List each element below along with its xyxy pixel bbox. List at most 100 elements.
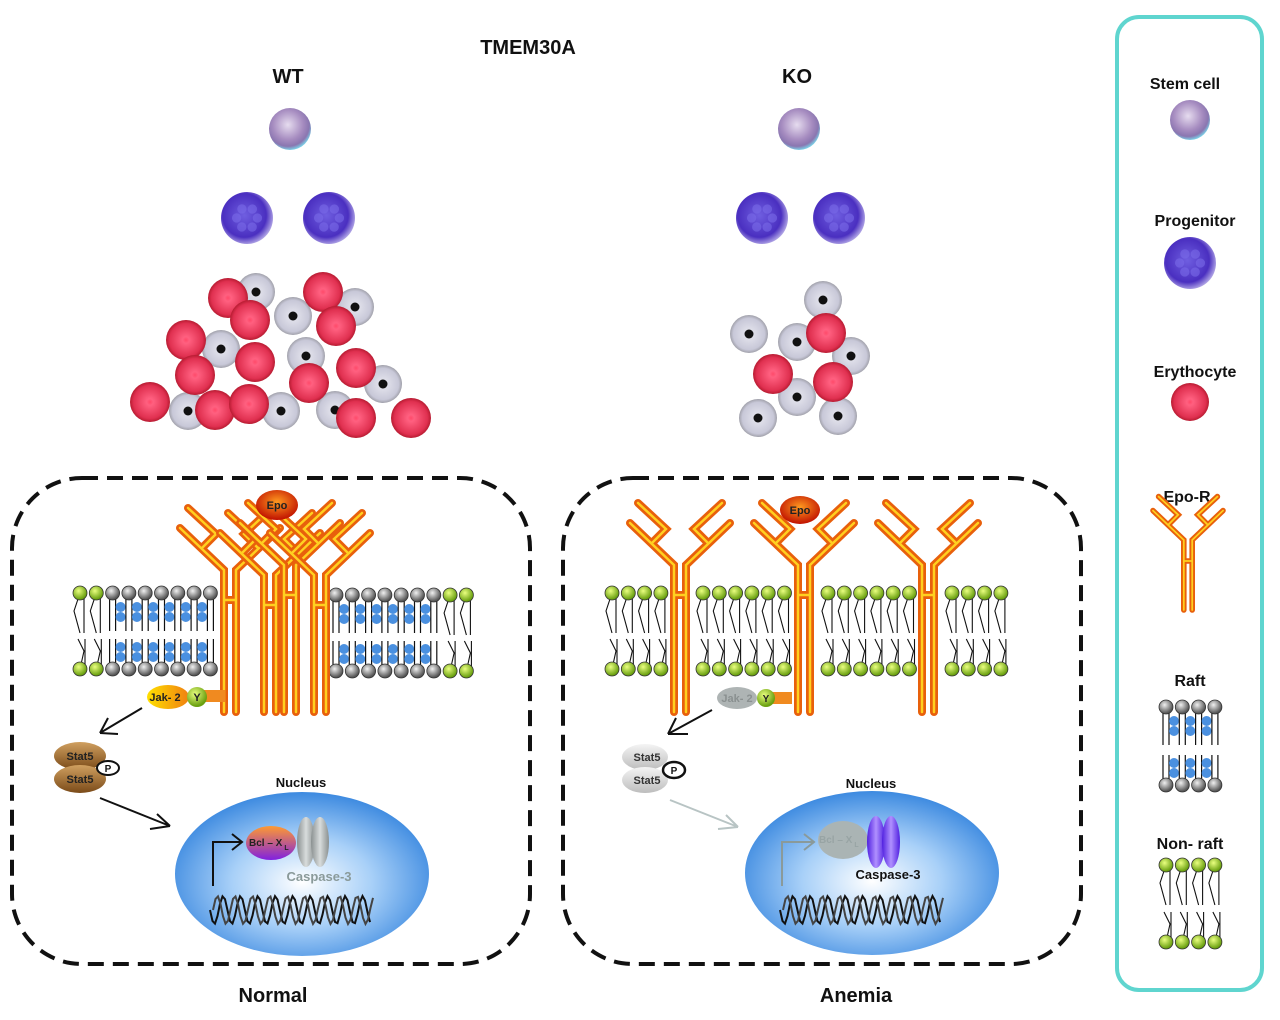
phospho-label: P — [671, 766, 678, 777]
nonraft-lipid-head — [442, 587, 458, 603]
cholesterol — [197, 642, 208, 652]
lipid-tail — [777, 592, 791, 670]
legend-icons — [1150, 100, 1226, 950]
nonraft-lipid-head — [853, 585, 868, 601]
nonraft-lipid-head — [777, 585, 792, 601]
raft-lipid-head — [426, 587, 442, 603]
progenitor-texture — [767, 213, 778, 223]
raft-lipid-head — [1174, 699, 1190, 715]
lipid-tail — [109, 593, 117, 669]
epo-receptor — [750, 499, 858, 716]
cholesterol — [371, 644, 382, 654]
nonraft-lipid-head — [1191, 934, 1206, 950]
raft-lipid-head — [344, 663, 360, 679]
progenitor-cell — [221, 192, 273, 244]
lipid-tail — [712, 592, 725, 670]
stat5-top-label: Stat5 — [67, 751, 94, 763]
stat5-bottom-label: Stat5 — [67, 774, 94, 786]
lipid-tail — [870, 592, 883, 670]
cholesterol — [131, 612, 142, 622]
cholesterol — [355, 654, 366, 664]
lipid-tail — [994, 592, 1007, 670]
raft-lipid-head — [202, 661, 218, 677]
anemia-pathway: Epo Jak- 2 Y Stat5 Stat5 P Nucleus Bcl –… — [622, 496, 999, 955]
lipid-tail — [761, 592, 774, 670]
transcription-arrow — [212, 833, 244, 886]
lipid-tail — [605, 592, 618, 670]
jak2 — [147, 685, 189, 709]
cholesterol — [339, 614, 349, 624]
cholesterol — [387, 654, 398, 664]
cholesterol — [180, 652, 191, 662]
nonraft-lipid-head — [72, 661, 88, 677]
nonraft-lipid-head — [869, 585, 885, 601]
cholesterol — [387, 614, 398, 624]
cholesterol — [148, 612, 159, 622]
erythroblast-nucleus — [744, 329, 754, 339]
erythroblast-nucleus — [378, 379, 388, 389]
nonraft-lipid-head — [653, 661, 669, 677]
cholesterol — [420, 654, 431, 664]
cholesterol — [404, 654, 415, 664]
progenitor-texture — [1190, 249, 1201, 259]
erythrocyte — [806, 313, 846, 353]
stat5-top — [622, 744, 668, 770]
stat5-bottom — [622, 767, 668, 793]
lipid-tail — [854, 592, 867, 670]
progenitor-texture — [319, 222, 329, 232]
cholesterol — [420, 604, 431, 614]
progenitor-cell — [1164, 237, 1216, 289]
lipid-tail — [332, 595, 340, 671]
erythrocyte — [391, 398, 431, 438]
epo-ligand — [780, 496, 820, 524]
lipid-tail — [886, 592, 899, 670]
legend-progenitor: Progenitor — [1155, 213, 1236, 230]
progenitor-texture — [247, 222, 257, 232]
nonraft-lipid-head — [869, 661, 885, 677]
progenitor-texture — [762, 222, 772, 232]
legend-border — [1115, 15, 1264, 992]
raft-lipid-head — [121, 585, 137, 601]
nonraft-lipid-head — [1207, 857, 1223, 873]
receptor-outline — [1150, 493, 1226, 613]
nonraft-lipid-head — [1207, 934, 1223, 950]
cholesterol — [1201, 716, 1212, 726]
raft-lipid-head — [1207, 777, 1223, 793]
cholesterol — [404, 644, 415, 654]
stat5-bottom-label: Stat5 — [634, 775, 661, 787]
cholesterol — [180, 602, 191, 612]
nonraft-lipid-head — [744, 661, 760, 677]
cholesterol — [1169, 758, 1179, 768]
cholesterol — [371, 614, 382, 624]
lipid-tail — [745, 592, 758, 670]
nonraft-lipid-head — [853, 661, 868, 677]
epo-receptor — [266, 509, 374, 716]
lipid-tail — [348, 595, 356, 671]
nonraft-lipid-head — [744, 585, 760, 601]
raft-lipid-head — [105, 661, 120, 677]
caspase3-b — [311, 817, 329, 867]
lipid-tail — [1159, 864, 1172, 943]
nonraft-lipid-head — [653, 585, 669, 601]
lipid-tail — [902, 592, 916, 670]
cholesterol — [420, 644, 431, 654]
erythrocyte — [753, 354, 793, 394]
phospho — [661, 760, 687, 780]
erythrocyte — [230, 300, 270, 340]
nonraft-lipid-head — [1174, 857, 1190, 873]
raft-lipid-head — [377, 663, 393, 679]
nonraft-lipid-head — [458, 587, 474, 603]
nonraft-lipid-head — [960, 585, 976, 601]
progenitor-texture — [237, 204, 247, 214]
legend-non-raft: Non- raft — [1157, 836, 1224, 853]
erythroblast-nucleus — [350, 302, 360, 312]
receptor-core — [238, 501, 342, 714]
nonraft-lipid-head — [960, 661, 976, 677]
legend-raft: Raft — [1174, 673, 1206, 690]
nonraft-lipid-head — [711, 661, 727, 677]
cholesterol — [1185, 726, 1196, 736]
raft-lipid-head — [137, 661, 153, 677]
cholesterol — [355, 644, 366, 654]
cholesterol — [387, 644, 398, 654]
